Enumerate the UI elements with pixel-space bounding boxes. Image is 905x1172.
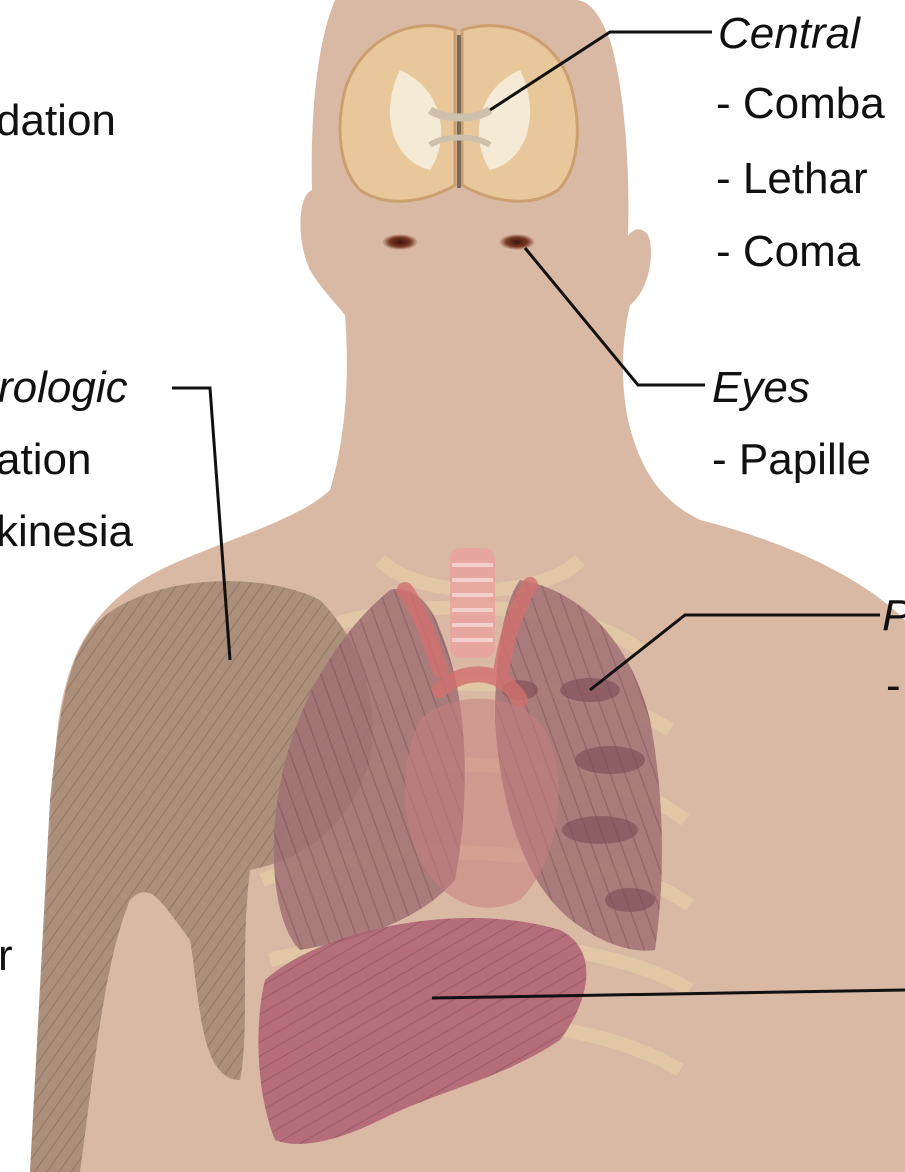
left-item-bottom: r bbox=[0, 930, 13, 982]
neuro-item-1: ation bbox=[0, 434, 91, 486]
trachea bbox=[450, 548, 495, 658]
neuro-item-2: kinesia bbox=[0, 506, 133, 558]
brain bbox=[340, 26, 577, 202]
right-mid-heading: P bbox=[882, 590, 905, 642]
eyes-item-1: - Papille bbox=[712, 434, 871, 486]
cns-item-3: - Coma bbox=[716, 226, 860, 278]
cns-item-2: - Lethar bbox=[716, 153, 868, 205]
left-item-top: dation bbox=[0, 95, 116, 147]
eyes-heading: Eyes bbox=[712, 362, 810, 414]
cns-heading: Central bbox=[718, 8, 860, 60]
neuro-heading: rologic bbox=[0, 362, 128, 414]
cns-item-1: - Comba bbox=[716, 78, 885, 130]
right-eye bbox=[499, 234, 535, 250]
left-eye bbox=[382, 234, 418, 250]
right-mid-item-1: - bbox=[886, 660, 901, 712]
